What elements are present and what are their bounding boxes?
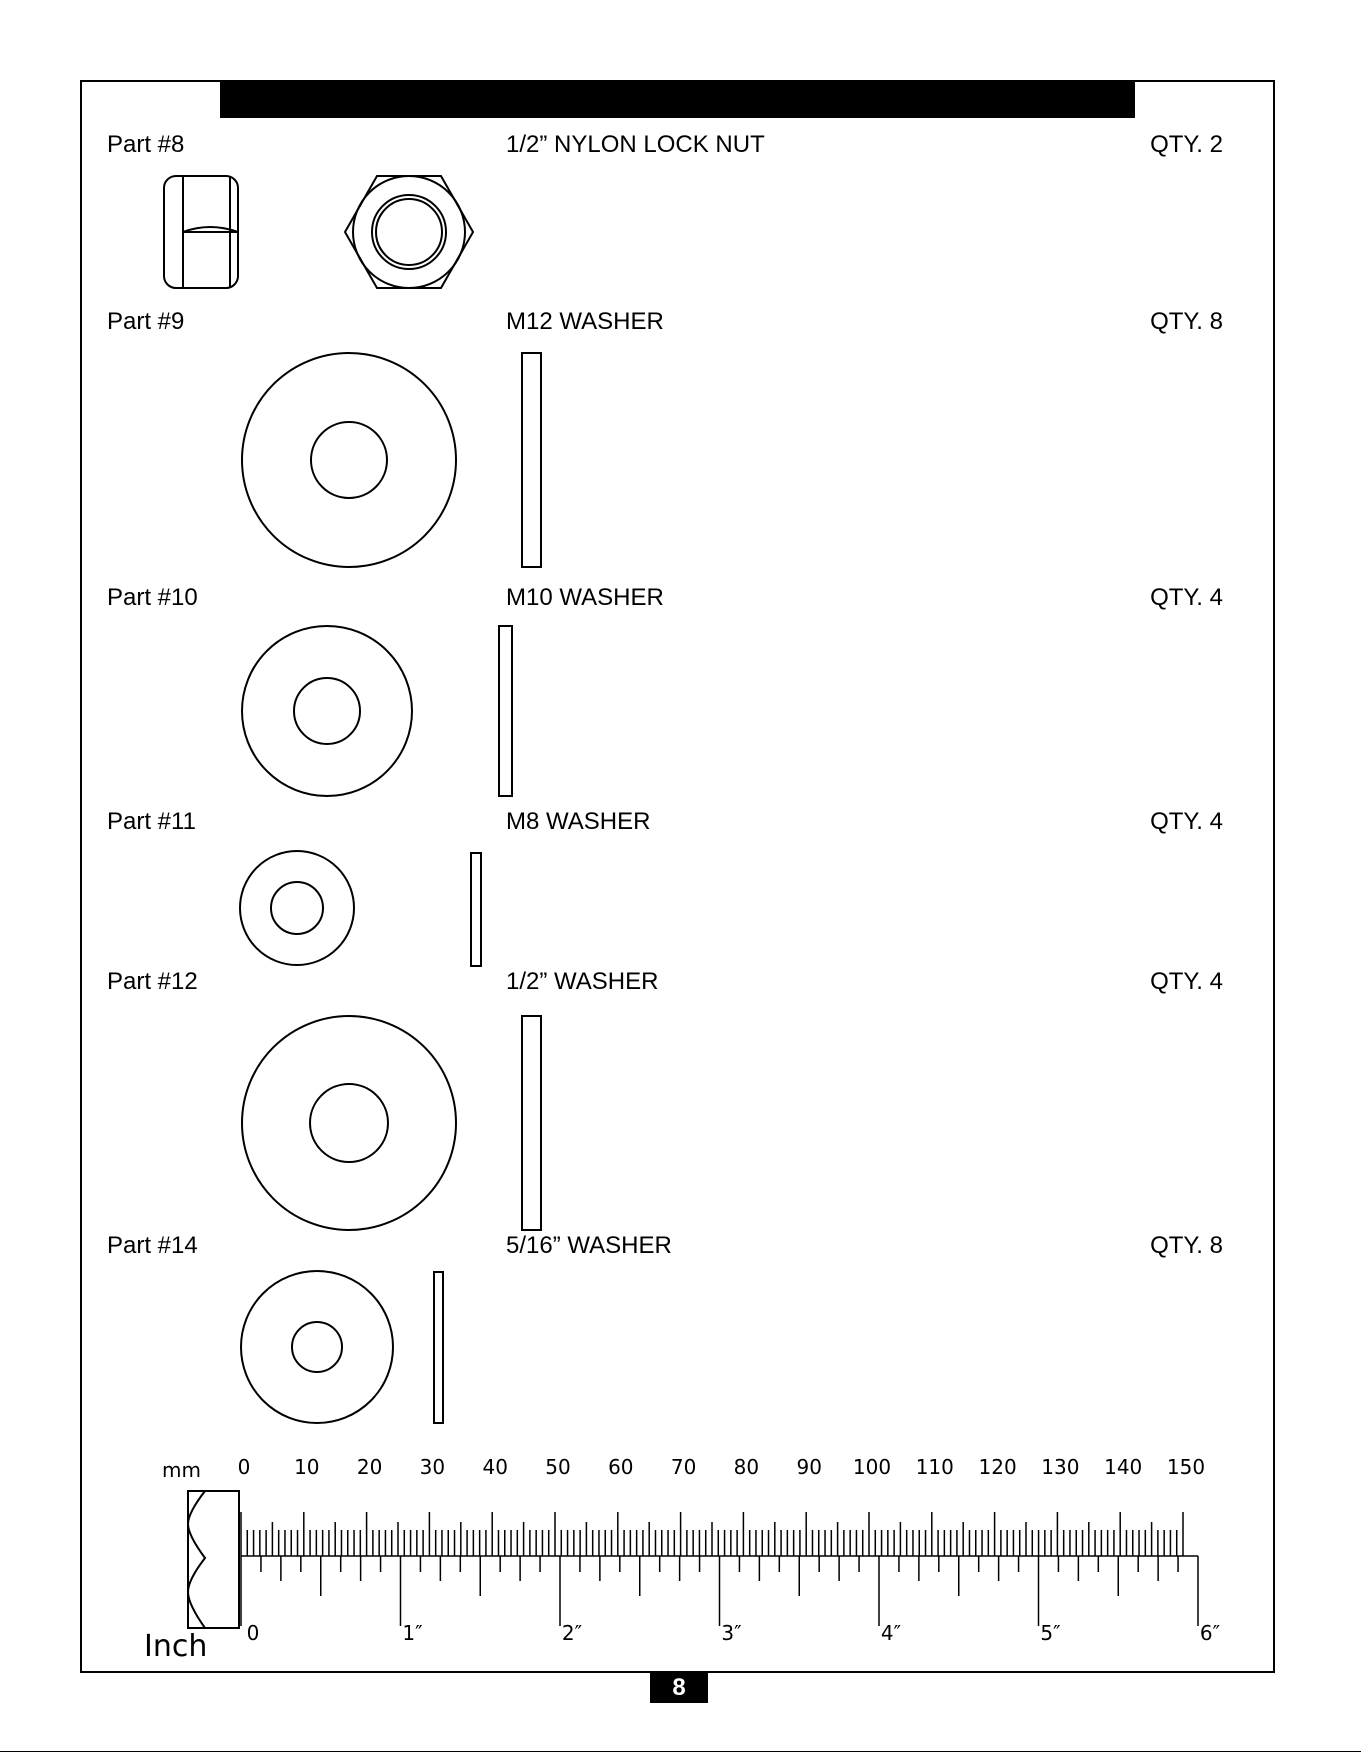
page-bottom-line [0,1751,1361,1752]
mm-tick-label: 120 [979,1455,1017,1479]
washer-face-icon [240,851,354,965]
bolt-head-icon [188,1491,239,1628]
inch-tick-label: 3″ [721,1621,741,1645]
inch-tick-label: 1″ [402,1621,422,1645]
mm-tick-label: 50 [545,1455,570,1479]
inch-tick-label: 4″ [881,1621,901,1645]
mm-tick-label: 0 [238,1455,251,1479]
washer-edge-icon [522,353,541,567]
washer-edge-icon [434,1272,443,1423]
ruler-scale [241,1512,1198,1626]
mm-tick-label: 150 [1167,1455,1205,1479]
washer-face-icon [242,1016,456,1230]
inch-tick-label: 5″ [1040,1621,1060,1645]
mm-tick-label: 130 [1041,1455,1079,1479]
inch-unit-label: Inch [144,1629,207,1664]
washer-edge-icon [522,1016,541,1230]
lock-nut-side-icon [164,176,238,288]
page-number: 8 [650,1673,708,1703]
inch-tick-label: 0 [247,1621,260,1645]
mm-tick-label: 10 [294,1455,319,1479]
washer-face-icon [242,626,412,796]
inch-tick-label: 2″ [562,1621,582,1645]
mm-tick-label: 100 [853,1455,891,1479]
mm-tick-label: 90 [796,1455,821,1479]
mm-tick-label: 30 [420,1455,445,1479]
washer-edge-icon [471,853,481,966]
mm-tick-label: 20 [357,1455,382,1479]
mm-tick-label: 110 [916,1455,954,1479]
washer-face-icon [241,1271,393,1423]
lock-nut-top-icon [345,176,473,288]
mm-unit-label: mm [162,1458,201,1482]
inch-tick-label: 6″ [1200,1621,1220,1645]
mm-tick-label: 140 [1104,1455,1142,1479]
mm-tick-label: 80 [734,1455,759,1479]
washer-edge-icon [499,626,512,796]
mm-tick-label: 60 [608,1455,633,1479]
washer-face-icon [242,353,456,567]
mm-tick-label: 70 [671,1455,696,1479]
mm-tick-label: 40 [482,1455,507,1479]
